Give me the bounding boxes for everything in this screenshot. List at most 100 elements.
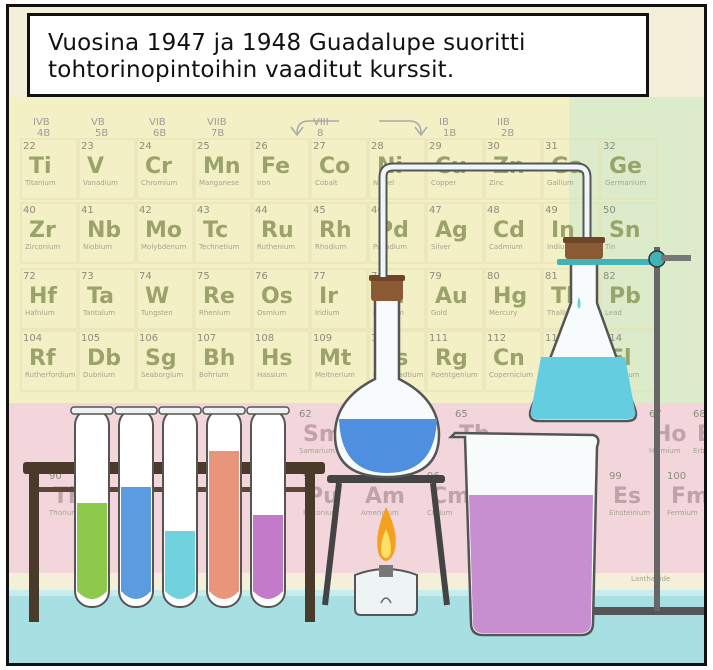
element-name: Holmium (649, 447, 681, 455)
element-number: 47 (429, 205, 442, 216)
element-number: 29 (429, 141, 442, 152)
test-tube-salmon (202, 406, 246, 608)
element-symbol: Ta (87, 284, 114, 309)
group-header-roman: VIII (313, 117, 329, 128)
element-name: Germanium (605, 179, 646, 187)
element-symbol: Os (261, 284, 293, 309)
element-cell (20, 202, 78, 264)
element-number: 48 (487, 205, 500, 216)
element-symbol: Ge (609, 154, 642, 179)
group-header-roman: IVB (33, 117, 50, 128)
element-name: Indium (547, 243, 571, 251)
element-name: Iron (257, 179, 271, 187)
element-symbol: V (87, 154, 104, 179)
test-tube-blue (114, 406, 158, 608)
element-name: Osmium (257, 309, 286, 317)
element-symbol: Au (435, 284, 468, 309)
element-number: 46 (371, 205, 384, 216)
element-name: Americium (361, 509, 399, 517)
element-name: Ruthenium (257, 243, 295, 251)
element-cell (136, 330, 194, 392)
element-name: Bohrium (199, 371, 229, 379)
element-symbol: Hs (261, 346, 293, 371)
element-name: Molybdenum (141, 243, 186, 251)
element-symbol: In (551, 218, 575, 243)
element-cell (252, 202, 310, 264)
element-number: 104 (23, 333, 42, 344)
element-number: 99 (609, 471, 622, 482)
element-cell (484, 202, 542, 264)
element-cell (194, 202, 252, 264)
element-name: Tantalum (82, 309, 115, 317)
element-symbol: Am (365, 484, 405, 509)
element-number: 90 (49, 471, 62, 482)
element-number: 106 (139, 333, 158, 344)
element-number: 41 (81, 205, 94, 216)
element-number: 44 (255, 205, 268, 216)
element-name: Hassium (257, 371, 287, 379)
element-number: 79 (429, 271, 442, 282)
element-name: Niobium (83, 243, 112, 251)
element-symbol: Tl (551, 284, 574, 309)
group-header-roman: IIB (497, 117, 510, 128)
element-name: Erbium (693, 447, 707, 455)
element-cell (136, 202, 194, 264)
element-name: Zirconium (25, 243, 60, 251)
test-tube-purple (246, 406, 290, 608)
element-symbol: Ir (319, 284, 338, 309)
element-name: Rutherfordium (25, 371, 76, 379)
element-number: 28 (371, 141, 384, 152)
element-symbol: Bh (203, 346, 235, 371)
element-name: Copernicium (489, 371, 533, 379)
caption-line-1: Vuosina 1947 ja 1948 Guadalupe suoritti (48, 30, 526, 56)
element-name: Rhenium (199, 309, 230, 317)
element-cell (310, 202, 368, 264)
element-number: 109 (313, 333, 332, 344)
element-name: Silver (431, 243, 451, 251)
element-number: 114 (603, 333, 622, 344)
element-cell (136, 268, 194, 330)
element-cell (484, 268, 542, 330)
test-tube-cyan (158, 406, 202, 608)
element-name: Fermium (667, 509, 698, 517)
beaker (447, 431, 600, 637)
element-name: Tin (604, 243, 615, 251)
element-name: Einsteinium (609, 509, 650, 517)
element-cell (368, 202, 426, 264)
element-symbol: Mn (203, 154, 241, 179)
element-symbol: Hf (29, 284, 57, 309)
element-cell (194, 330, 252, 392)
element-cell (426, 268, 484, 330)
element-number: 23 (81, 141, 94, 152)
group-header-number: 7B (211, 128, 224, 139)
element-number: 68 (693, 409, 706, 420)
element-number: 25 (197, 141, 210, 152)
element-symbol: Cr (145, 154, 172, 179)
element-number: 42 (139, 205, 152, 216)
element-number: 82 (603, 271, 616, 282)
element-symbol: Nb (87, 218, 121, 243)
element-number: 113 (545, 333, 564, 344)
element-name: Copper (431, 179, 456, 187)
element-number: 40 (23, 205, 36, 216)
element-number: 107 (197, 333, 216, 344)
element-name: Lead (605, 309, 622, 317)
element-name: Seaborgium (141, 371, 183, 379)
element-name: Dubnium (83, 371, 115, 379)
element-number: 45 (313, 205, 326, 216)
element-symbol: Rh (319, 218, 352, 243)
element-name: Tungsten (140, 309, 173, 317)
erlenmeyer-flask (528, 237, 638, 423)
element-symbol: Zr (29, 218, 56, 243)
group-header-number: 6B (153, 128, 166, 139)
caption-box: Vuosina 1947 ja 1948 Guadalupe suoritti … (27, 13, 649, 97)
element-cell (310, 268, 368, 330)
element-number: 108 (255, 333, 274, 344)
element-name: Thallium (546, 309, 577, 317)
element-cell (426, 202, 484, 264)
element-number: 76 (255, 271, 268, 282)
element-number: 100 (667, 471, 686, 482)
tripod-stand (322, 475, 450, 606)
element-symbol: Tc (203, 218, 228, 243)
